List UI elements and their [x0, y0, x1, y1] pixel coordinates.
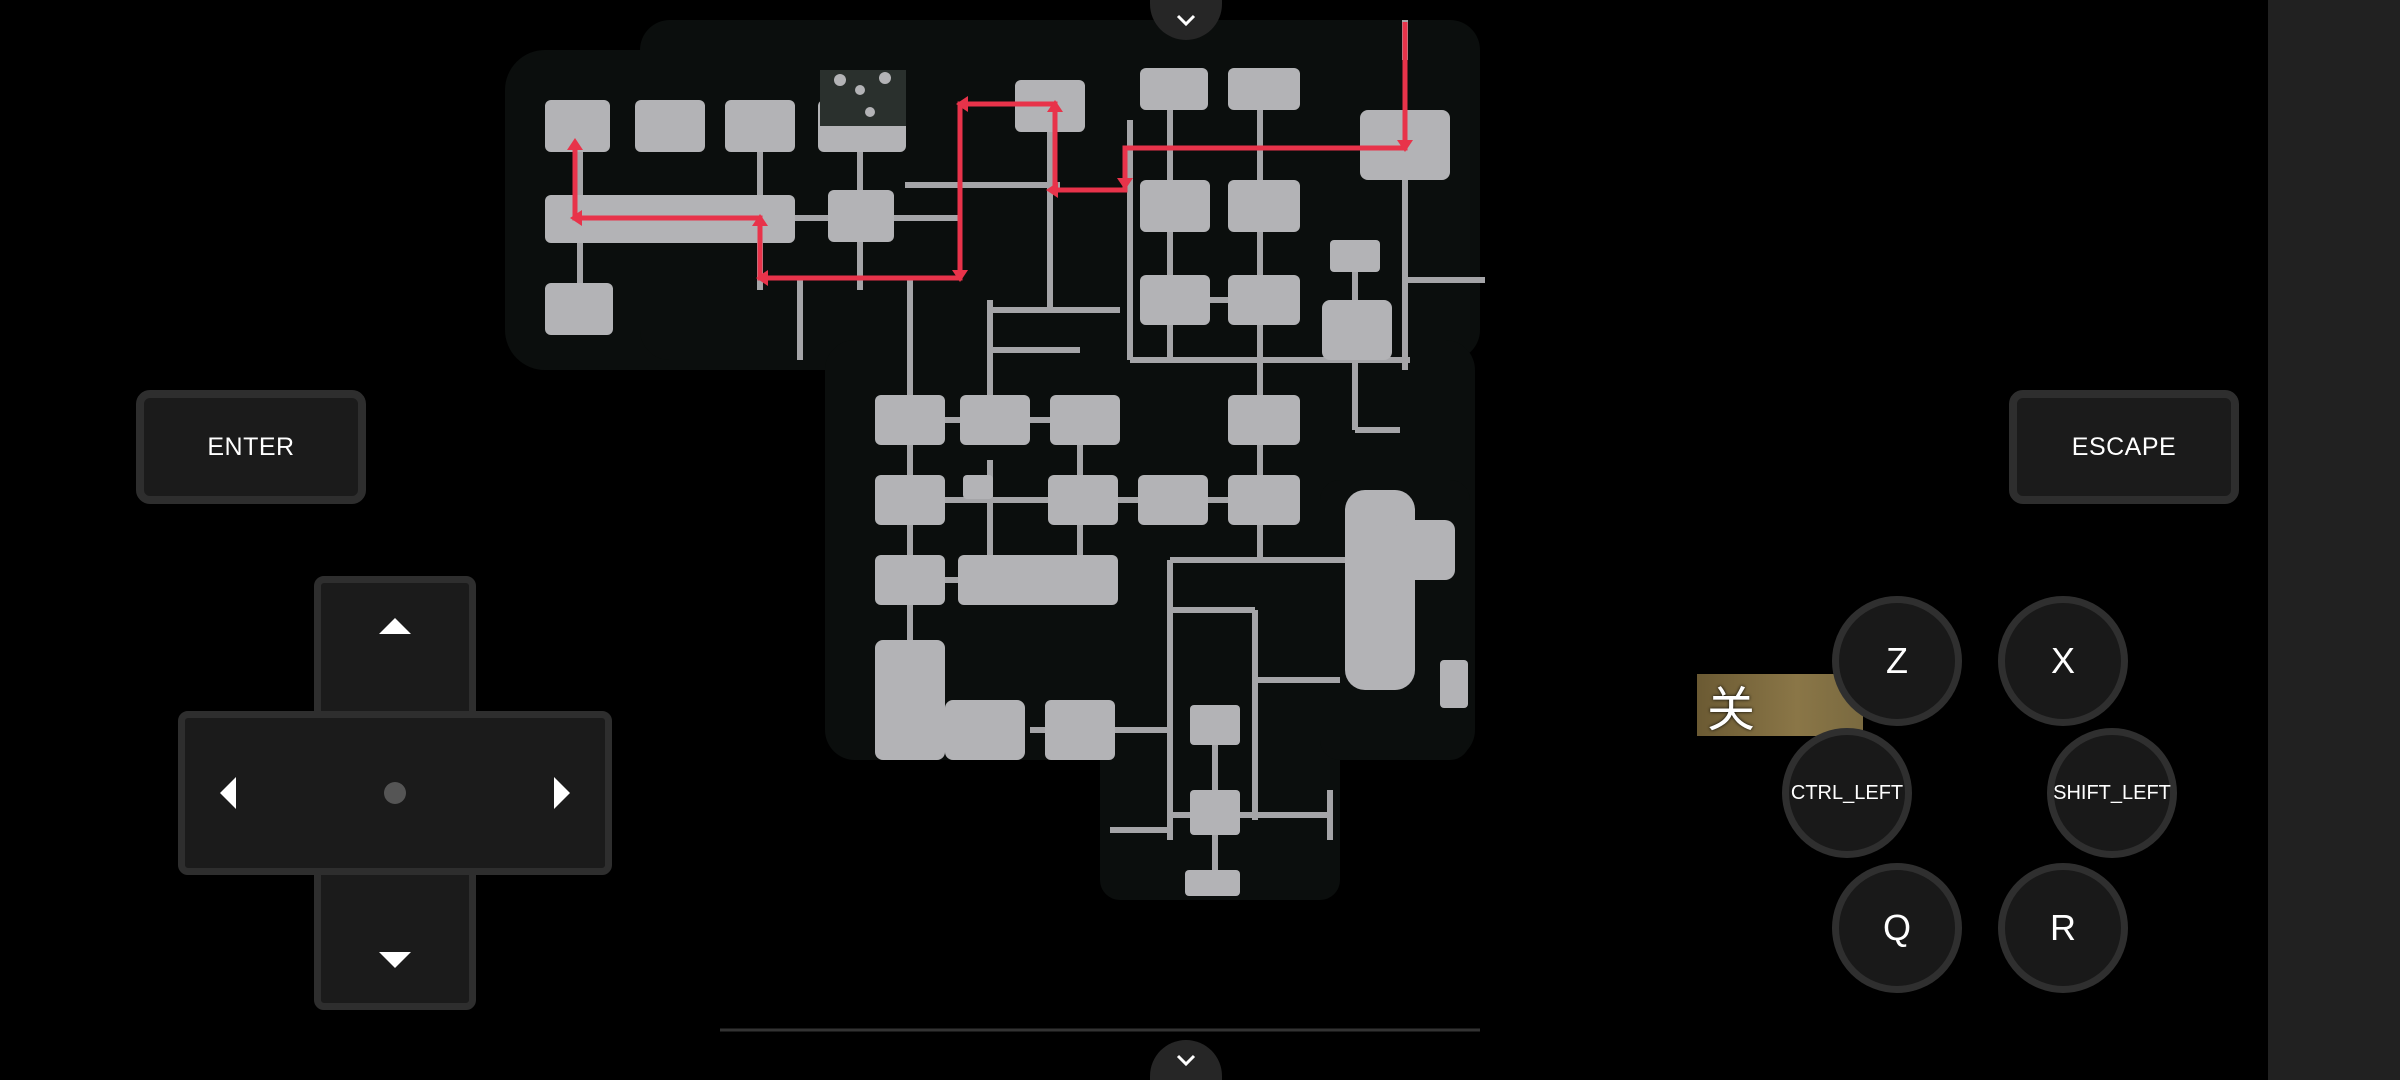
- dpad[interactable]: [178, 576, 612, 1010]
- z-button[interactable]: Z: [1832, 596, 1962, 726]
- right-arrow-icon: [554, 777, 570, 809]
- down-arrow-icon: [379, 952, 411, 968]
- badge-text: 关: [1707, 682, 1756, 738]
- r-button-label: R: [2050, 907, 2076, 948]
- escape-button-label: ESCAPE: [2071, 432, 2177, 461]
- dpad-center-dot: [384, 782, 406, 804]
- shift-left-button[interactable]: SHIFT_LEFT: [2047, 728, 2177, 858]
- escape-button[interactable]: ESCAPE: [2009, 390, 2239, 504]
- z-button-label: Z: [1886, 640, 1908, 681]
- shift-left-button-label: SHIFT_LEFT: [2053, 781, 2171, 804]
- up-arrow-icon: [379, 618, 411, 634]
- left-arrow-icon: [220, 777, 236, 809]
- ctrl-left-button[interactable]: CTRL_LEFT: [1782, 728, 1912, 858]
- r-button[interactable]: R: [1998, 863, 2128, 993]
- right-side-panel: [2268, 0, 2400, 1080]
- enter-button[interactable]: ENTER: [136, 390, 366, 504]
- dpad-left-button[interactable]: [178, 711, 278, 875]
- dpad-right-button[interactable]: [512, 711, 612, 875]
- x-button[interactable]: X: [1998, 596, 2128, 726]
- dpad-down-button[interactable]: [314, 910, 476, 1010]
- chevron-down-icon: [1176, 14, 1196, 27]
- q-button-label: Q: [1882, 907, 1911, 948]
- x-button-label: X: [2050, 640, 2075, 681]
- language-badge: 关: [1697, 674, 1863, 738]
- q-button[interactable]: Q: [1832, 863, 1962, 993]
- enter-button-label: ENTER: [207, 432, 295, 461]
- chevron-down-icon: [1176, 1054, 1196, 1067]
- dpad-up-button[interactable]: [314, 576, 476, 676]
- ctrl-left-button-label: CTRL_LEFT: [1790, 781, 1904, 804]
